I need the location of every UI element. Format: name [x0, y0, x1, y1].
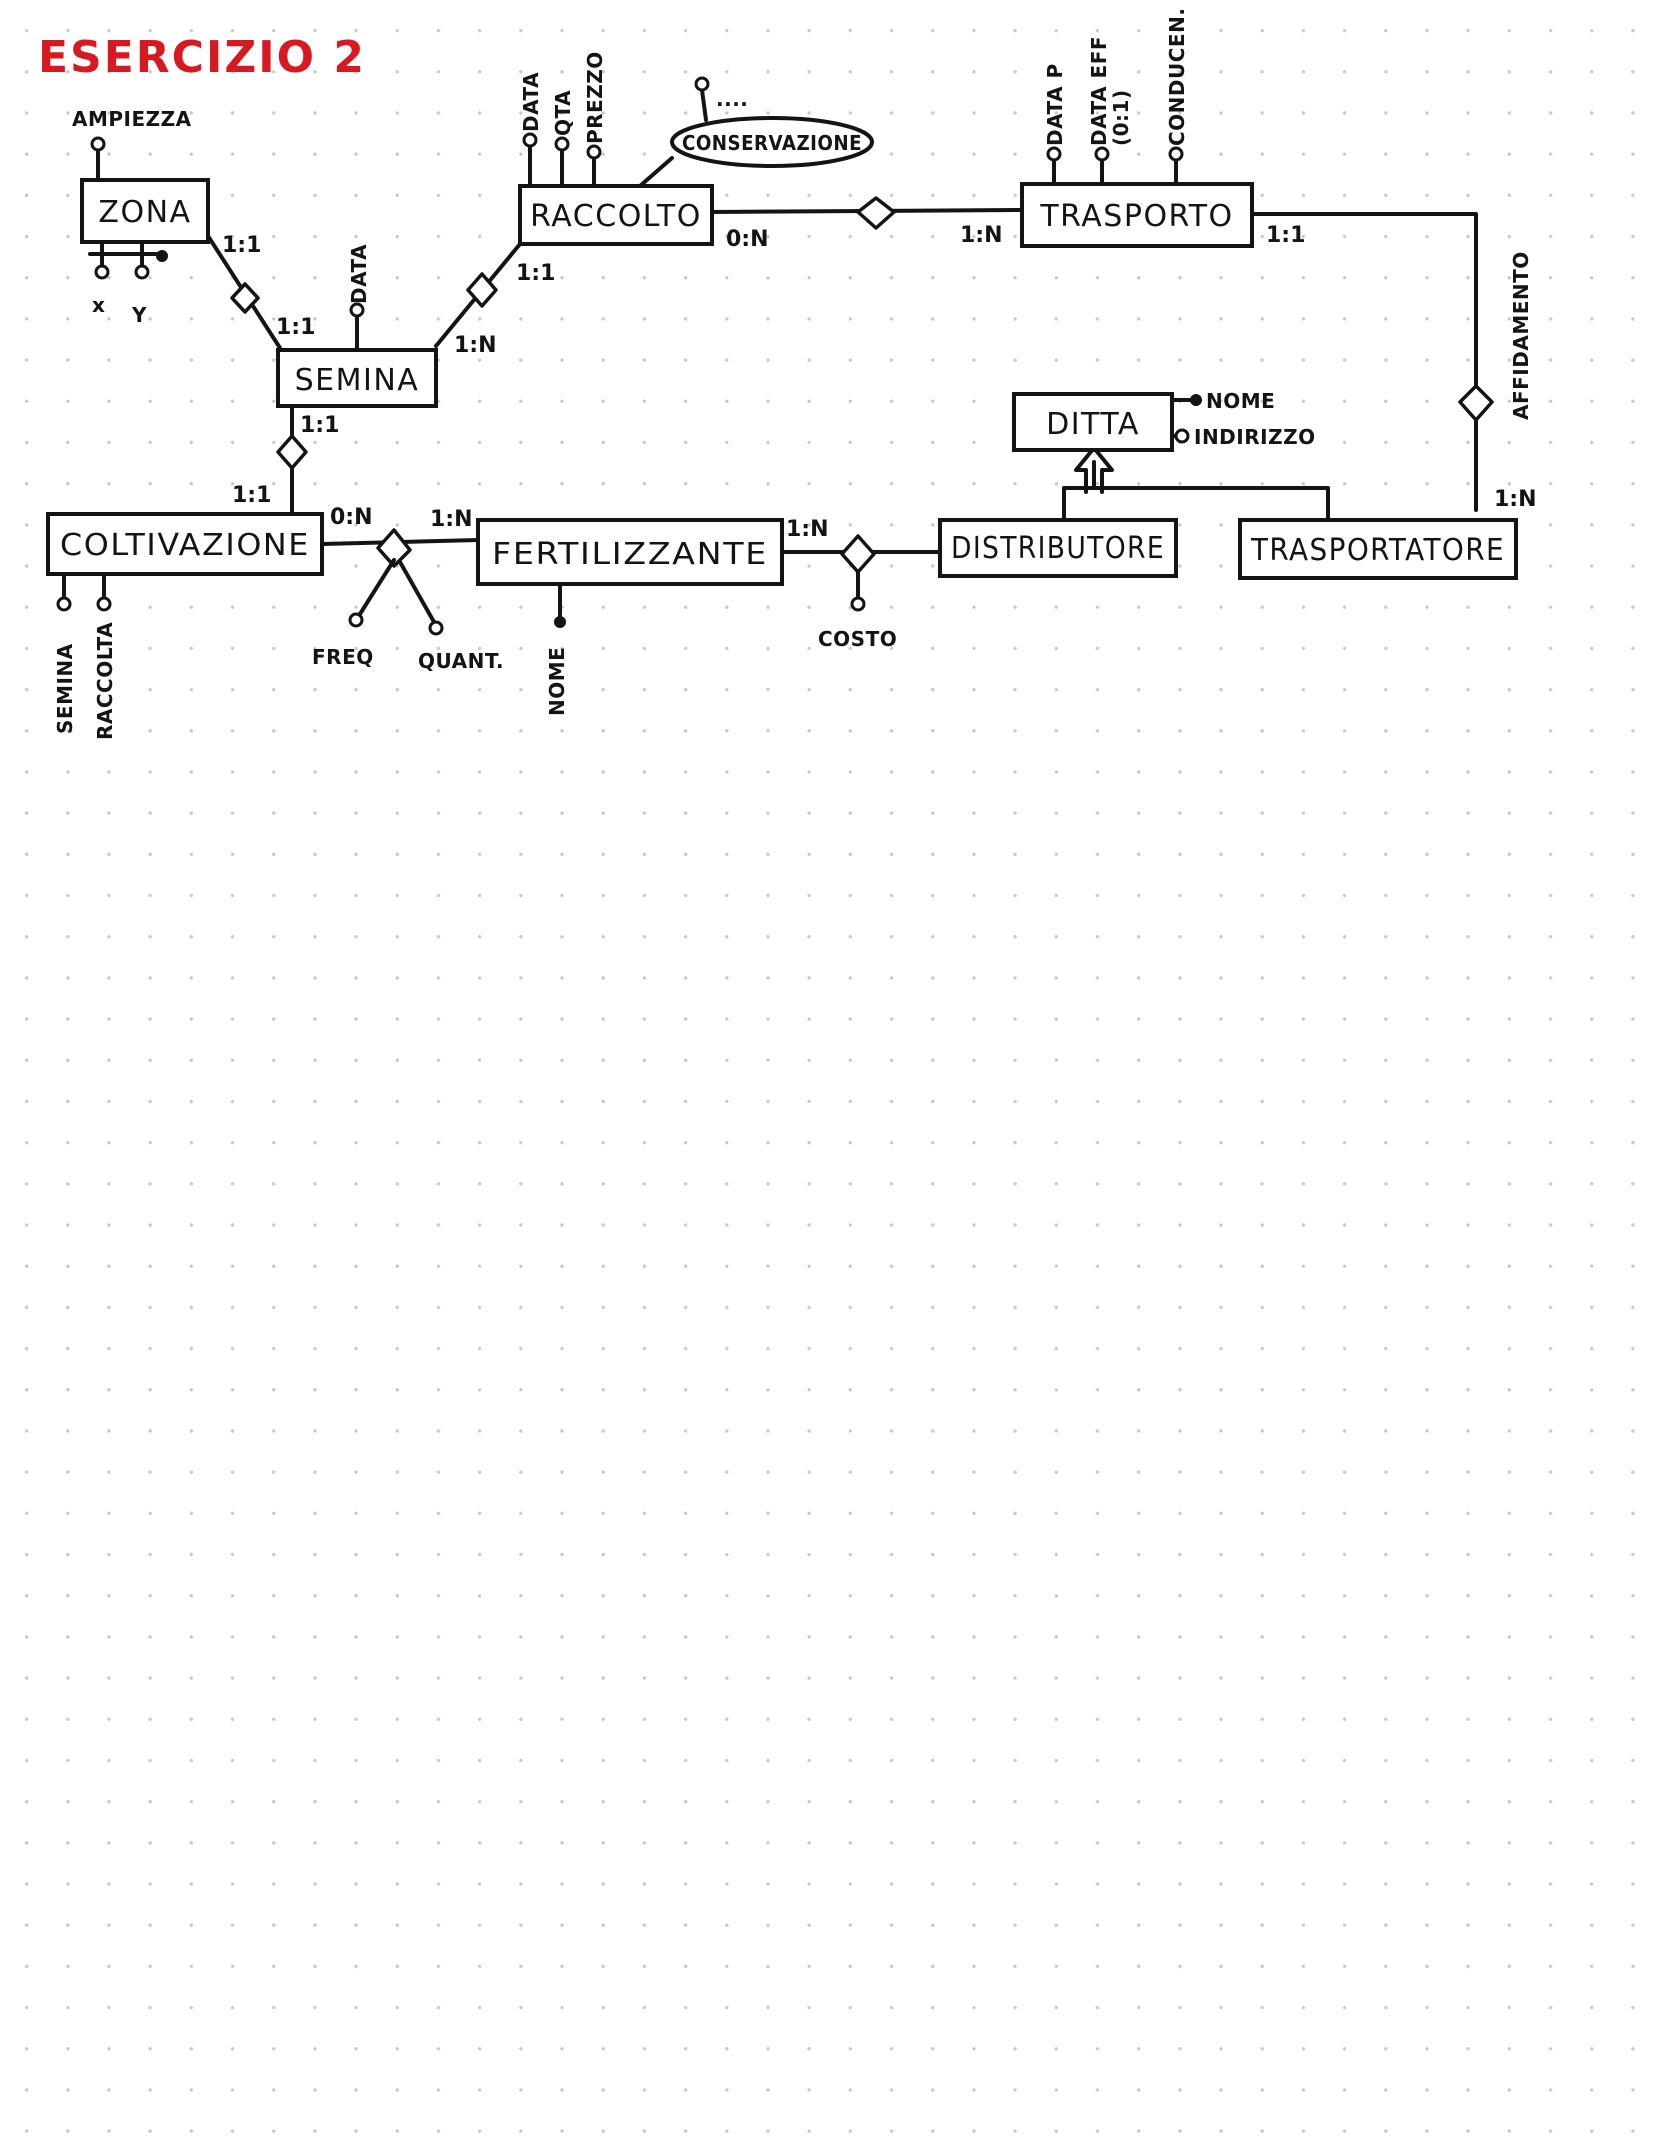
card-trasporto-raccolto-trasporto: 1:N [960, 223, 1003, 248]
relationship-fertilizza [376, 528, 412, 568]
attribute-data-p-marker [1046, 146, 1062, 162]
attribute-conservazione-label: CONSERVAZIONE [682, 131, 862, 155]
card-fertilizzante-distribuzione: 1:N [786, 517, 829, 542]
card-fertilizzante-fertilizza: 1:N [430, 507, 473, 532]
entity-semina-label: SEMINA [295, 363, 420, 398]
relationship-raccolto-trasporto [856, 196, 896, 230]
entity-fertilizzante-label: FERTILIZZANTE [492, 537, 768, 572]
attribute-data-eff-marker [1094, 146, 1110, 162]
card-coltivazione-semina-coltivazione: 1:1 [232, 483, 271, 508]
entity-distributore-label: DISTRIBUTORE [951, 531, 1165, 566]
attribute-ampiezza-marker [90, 136, 106, 152]
card-semina-zona-semina: 1:1 [276, 315, 315, 340]
entity-trasporto-box [1020, 182, 1254, 248]
attribute-coltivazione-raccolta-marker [96, 596, 112, 612]
relationship-distribuzione [840, 534, 876, 574]
entity-fertilizzante-box [476, 518, 784, 586]
attribute-coltivazione-semina-marker [56, 596, 72, 612]
attribute-semina-data-label: DATA [347, 244, 371, 304]
attribute-ditta-nome-marker [1190, 394, 1202, 406]
relationship-zona-semina [230, 282, 260, 314]
attribute-quant-marker [428, 620, 444, 636]
entity-zona-box [80, 178, 210, 244]
attribute-freq-marker [348, 612, 364, 628]
attribute-y-marker [134, 264, 150, 280]
attribute-data-eff-card: (0:1) [1109, 89, 1133, 146]
attribute-data-eff-label: DATA EFF [1087, 36, 1111, 146]
attribute-costo-marker [850, 596, 866, 612]
entity-raccolto-label: RACCOLTO [530, 199, 702, 234]
attribute-conducente-marker [1168, 146, 1184, 162]
identifier-xy-marker [156, 250, 168, 262]
entity-trasportatore-label: TRASPORTATORE [1250, 533, 1505, 568]
entity-semina-box [276, 348, 438, 408]
card-zona-zona-semina: 1:1 [222, 233, 261, 258]
relationship-semina-raccolto [466, 272, 498, 308]
entity-zona-label: ZONA [98, 195, 191, 230]
entity-coltivazione-label: COLTIVAZIONE [60, 528, 310, 563]
entities [46, 178, 1518, 586]
entity-coltivazione-box [46, 512, 324, 576]
attribute-ditta-nome-label: NOME [1206, 389, 1275, 413]
entity-ditta-label: DITTA [1046, 407, 1140, 442]
attribute-ampiezza-label: AMPIEZZA [72, 107, 192, 131]
attribute-raccolto-data-marker [522, 132, 538, 148]
attribute-costo-label: COSTO [818, 627, 897, 651]
attribute-raccolto-qta-label: QTA [551, 90, 575, 136]
attribute-conservazione-sub-marker [694, 76, 710, 92]
entity-raccolto-box [518, 184, 714, 246]
relationships [230, 196, 1494, 574]
attribute-conservazione-more: .... [716, 87, 748, 111]
entity-trasportatore-box [1238, 518, 1518, 580]
attribute-semina-data-marker [349, 302, 365, 318]
relationship-affidamento [1458, 384, 1494, 422]
entity-distributore-box [938, 518, 1178, 578]
attribute-x-label: x [92, 293, 105, 317]
attribute-fertilizzante-nome-marker [554, 616, 566, 628]
card-semina-semina-raccolto: 1:N [454, 333, 497, 358]
attribute-quant-label: QUANT. [418, 649, 504, 673]
card-raccolto-raccolto-trasporto: 0:N [726, 227, 769, 252]
attribute-coltivazione-raccolta-label: RACCOLTA [93, 622, 117, 740]
entity-trasporto-label: TRASPORTO [1039, 199, 1233, 234]
attribute-raccolto-data-label: DATA [519, 72, 543, 132]
attribute-y-label: Y [131, 303, 147, 327]
card-raccolto-semina-raccolto: 1:1 [516, 261, 555, 286]
attribute-ditta-indirizzo-label: INDIRIZZO [1194, 425, 1316, 449]
card-coltivazione-fertilizza: 0:N [330, 505, 373, 530]
attribute-data-p-label: DATA P [1043, 63, 1067, 146]
card-trasportatore-affidamento: 1:N [1494, 487, 1537, 512]
attribute-conducente-label: CONDUCEN. [1165, 8, 1189, 146]
attributes [56, 76, 1202, 636]
card-semina-semina-coltivazione: 1:1 [300, 413, 339, 438]
entity-ditta-box [1012, 392, 1174, 452]
line-trasporto-trasportatore [1250, 212, 1478, 512]
attribute-conservazione-ellipse [670, 116, 874, 168]
attribute-raccolto-qta-marker [554, 136, 570, 152]
attribute-raccolto-prezzo-marker [586, 144, 602, 160]
card-trasporto-affidamento: 1:1 [1266, 223, 1305, 248]
attribute-coltivazione-semina-label: SEMINA [53, 643, 77, 734]
attribute-x-marker [94, 264, 110, 280]
relationship-semina-coltivazione [276, 434, 308, 470]
attribute-raccolto-prezzo-label: PREZZO [583, 51, 607, 144]
attribute-freq-label: FREQ [312, 645, 374, 669]
isa-bar [1062, 486, 1330, 520]
attribute-ditta-indirizzo-marker [1174, 428, 1190, 444]
relationship-affidamento-label: AFFIDAMENTO [1509, 251, 1533, 420]
attribute-fertilizzante-nome-label: NOME [545, 647, 569, 716]
page-title: ESERCIZIO 2 [38, 32, 366, 83]
